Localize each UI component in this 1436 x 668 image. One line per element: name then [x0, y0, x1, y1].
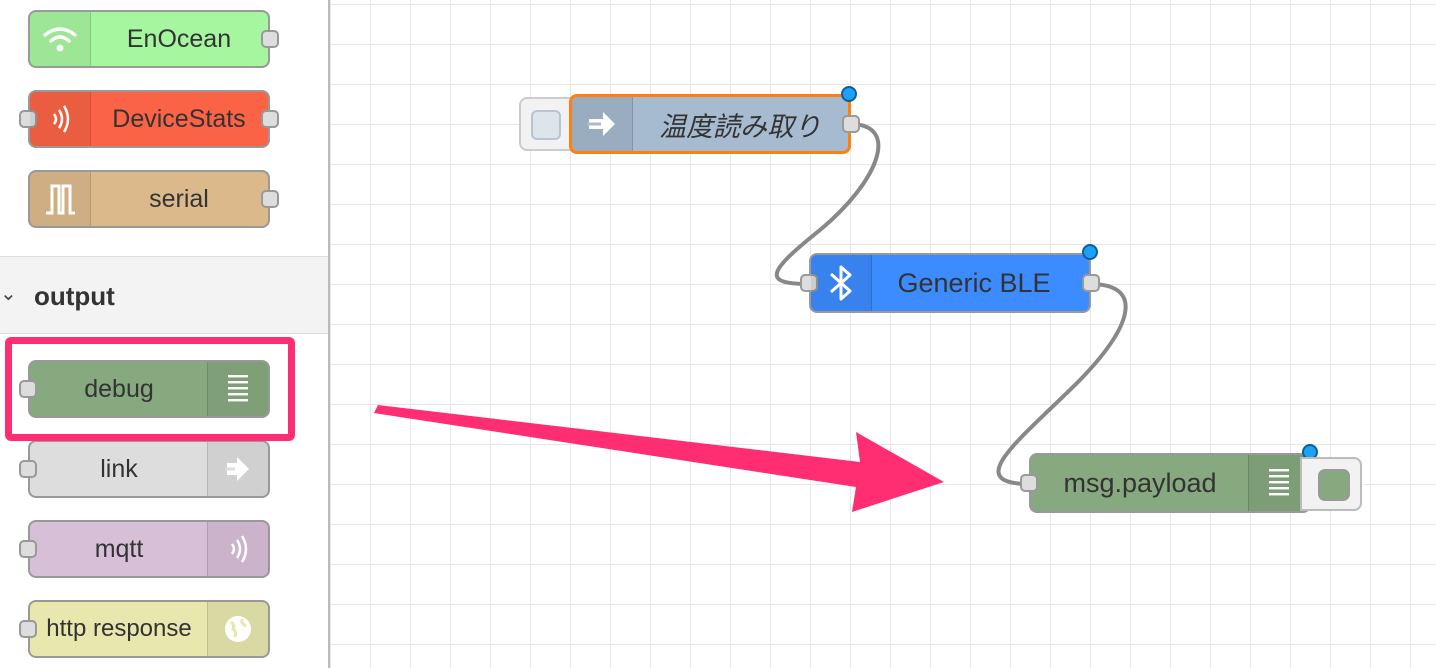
annotation-arrow — [374, 405, 944, 512]
inject-arrow-icon — [572, 97, 633, 151]
flow-node-generic-ble[interactable]: Generic BLE — [800, 244, 1100, 313]
input-port[interactable] — [1020, 474, 1038, 492]
category-header-output[interactable]: ⌄ output — [0, 256, 328, 334]
serial-wave-icon — [30, 172, 91, 226]
wire — [774, 122, 881, 286]
link-out-icon — [207, 442, 268, 496]
palette-node-label: http response — [46, 615, 192, 642]
flow-node-label: msg.payload — [1063, 467, 1217, 498]
input-port[interactable] — [19, 460, 37, 478]
output-port[interactable] — [261, 30, 279, 48]
output-port[interactable] — [842, 115, 860, 133]
input-port[interactable] — [19, 380, 37, 398]
palette-node-http-response[interactable]: http response — [19, 600, 270, 658]
palette-node-link[interactable]: link — [19, 440, 270, 498]
category-title: output — [34, 281, 115, 311]
inject-trigger-inner — [531, 110, 561, 140]
flow-node-inject[interactable]: 温度読み取り — [569, 86, 860, 154]
input-port[interactable] — [19, 620, 37, 638]
palette-node-enocean[interactable]: EnOcean — [28, 10, 279, 68]
debug-toggle-inner — [1318, 469, 1350, 501]
input-port[interactable] — [19, 110, 37, 128]
debug-list-icon — [207, 362, 268, 416]
palette-node-label: debug — [84, 374, 154, 403]
wire — [996, 282, 1128, 486]
palette-node-label: mqtt — [94, 534, 144, 563]
palette-node-devicestats[interactable]: DeviceStats — [19, 90, 279, 148]
chevron-down-icon: ⌄ — [0, 283, 17, 305]
output-port[interactable] — [261, 190, 279, 208]
radio-waves-icon — [30, 92, 91, 146]
bluetooth-icon — [811, 255, 872, 311]
palette-node-mqtt[interactable]: mqtt — [19, 520, 270, 578]
node-palette: EnOcean DeviceStats serial ⌄ output debu… — [0, 0, 330, 668]
output-port[interactable] — [1082, 274, 1100, 292]
flow-node-label: Generic BLE — [897, 267, 1051, 298]
flow-node-debug[interactable]: msg.payload — [1020, 444, 1318, 513]
wifi-icon — [30, 12, 91, 66]
input-port[interactable] — [800, 274, 818, 292]
palette-node-label: EnOcean — [126, 24, 232, 53]
palette-node-label: serial — [149, 184, 209, 213]
output-port[interactable] — [261, 110, 279, 128]
changed-indicator — [841, 86, 857, 102]
flow-node-label: 温度読み取り — [659, 111, 821, 142]
flow-workspace[interactable] — [330, 0, 1436, 668]
annotation-highlight-box — [5, 337, 295, 441]
debug-list-icon — [1248, 455, 1309, 511]
debug-toggle-button[interactable] — [1300, 457, 1362, 511]
changed-indicator — [1082, 244, 1098, 260]
palette-node-debug[interactable]: debug — [19, 360, 270, 418]
palette-node-label: DeviceStats — [112, 104, 246, 133]
globe-icon — [207, 602, 268, 656]
radio-waves-icon — [207, 522, 268, 576]
palette-node-label: link — [100, 454, 138, 483]
palette-node-serial[interactable]: serial — [28, 170, 279, 228]
input-port[interactable] — [19, 540, 37, 558]
